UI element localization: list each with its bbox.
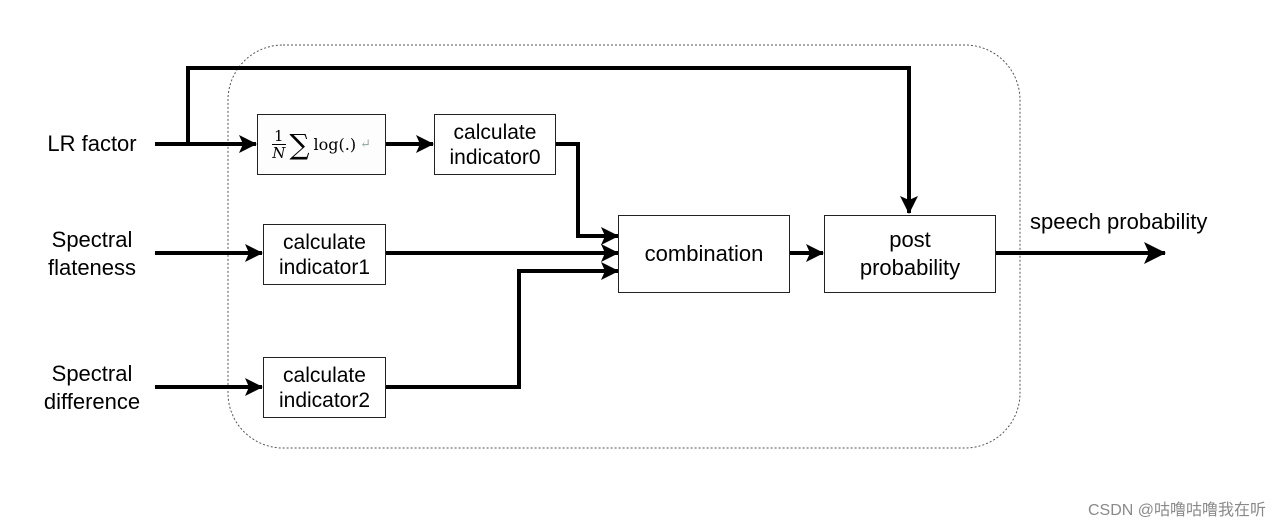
block-post-probability-line1: post — [889, 227, 931, 252]
block-indicator2-line2: indicator2 — [278, 388, 371, 412]
fraction-denominator: N — [272, 144, 286, 162]
sum-symbol: ∑ — [289, 127, 310, 161]
input-spectral-flatness-line1: Spectral — [51, 227, 133, 252]
block-indicator2-line1: calculate — [283, 363, 366, 387]
arrow-lr-to-post — [186, 66, 918, 214]
fraction-numerator: 1 — [271, 127, 286, 145]
input-spectral-flatness-line2: flateness — [47, 255, 137, 280]
output-speech-probability-text: speech probability — [1030, 209, 1208, 234]
block-post-probability-line2: probability — [859, 255, 961, 280]
block-indicator1-line2: indicator1 — [278, 255, 371, 279]
block-post-probability: post probability — [824, 215, 996, 293]
arrow-ind2-to-comb — [386, 262, 619, 389]
block-indicator0: calculate indicator0 — [434, 114, 556, 175]
input-spectral-difference: Spectral difference — [32, 360, 152, 416]
input-lr-factor: LR factor — [36, 130, 148, 158]
return-mark: ↵ — [360, 137, 371, 152]
watermark: CSDN @咕噜咕噜我在听 — [1088, 496, 1266, 520]
arrow-ind0-to-comb — [556, 142, 619, 245]
block-indicator0-line2: indicator0 — [449, 145, 541, 169]
input-lr-factor-text: LR factor — [47, 131, 137, 156]
watermark-text: CSDN @咕噜咕噜我在听 — [1087, 502, 1266, 519]
input-spectral-difference-line2: difference — [43, 389, 141, 414]
block-indicator0-line1: calculate — [453, 120, 537, 144]
block-indicator2: calculate indicator2 — [263, 357, 386, 418]
input-spectral-flatness: Spectral flateness — [36, 226, 148, 282]
block-indicator1: calculate indicator1 — [263, 224, 386, 285]
processing-boundary — [227, 44, 1021, 449]
block-combination-label: combination — [644, 241, 764, 266]
output-speech-probability: speech probability — [1030, 208, 1234, 236]
block-indicator1-line1: calculate — [283, 230, 366, 254]
block-combination: combination — [618, 215, 790, 293]
log-function: log(.) — [313, 135, 357, 154]
input-spectral-difference-line1: Spectral — [51, 361, 133, 386]
fraction-one-over-n: 1 N — [271, 127, 286, 162]
mean-log-formula-box: 1 N ∑ log(.) ↵ — [257, 114, 386, 175]
